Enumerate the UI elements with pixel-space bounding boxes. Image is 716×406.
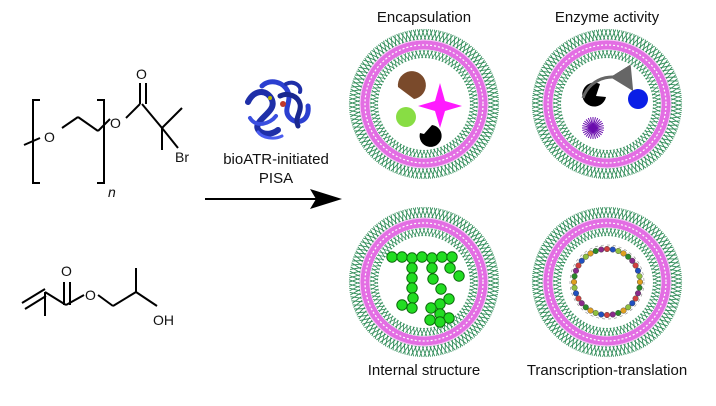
oxygen-label-3: O	[136, 66, 147, 82]
reaction-label-line2: PISA	[259, 170, 293, 187]
ring-unit	[578, 257, 585, 264]
ring-unit	[635, 290, 642, 297]
reaction-label-line1: bioATR-initiated	[223, 151, 329, 168]
green-bead	[443, 293, 455, 305]
ring-unit	[615, 247, 622, 254]
green-bead	[426, 262, 438, 274]
green-bead	[406, 302, 418, 314]
ring-unit	[571, 284, 578, 291]
ring-unit	[572, 267, 579, 274]
ring-unit	[571, 279, 578, 286]
ring-unit	[571, 273, 578, 280]
panel-label-transcription-translation: Transcription-translation	[527, 362, 687, 379]
green-bead	[396, 299, 408, 311]
panel-label-encapsulation: Encapsulation	[377, 9, 471, 26]
green-bead	[396, 251, 408, 263]
panel-label-enzyme-activity: Enzyme activity	[555, 9, 660, 26]
green-bead	[407, 292, 419, 304]
vesicle-transcription-translation	[531, 206, 683, 358]
green-bead	[426, 252, 438, 264]
green-bead	[435, 283, 447, 295]
reaction-arrow-icon	[205, 189, 342, 209]
ring-unit	[572, 290, 579, 297]
green-bead	[406, 262, 418, 274]
ring-unit	[620, 250, 627, 257]
ring-unit	[625, 304, 632, 311]
ring-unit	[592, 310, 599, 317]
ring-unit	[575, 262, 582, 269]
ring-unit	[625, 253, 632, 260]
oxygen-label-1: O	[44, 129, 55, 145]
green-bead	[386, 251, 398, 263]
vesicle-encapsulation	[348, 28, 500, 180]
ring-unit	[620, 307, 627, 314]
ring-unit	[609, 246, 616, 253]
hpma-oxygen-carbonyl: O	[61, 263, 72, 279]
green-bead	[444, 262, 456, 274]
ring-unit	[604, 312, 611, 319]
brown-cargo	[397, 71, 426, 99]
ring-unit	[632, 295, 639, 302]
ring-unit	[609, 311, 616, 318]
ring-unit	[598, 311, 605, 318]
vesicle-panels	[348, 28, 683, 358]
light-green-cargo	[396, 107, 416, 127]
ring-unit	[615, 310, 622, 317]
hpma-monomer-structure	[21, 268, 158, 316]
ring-unit	[578, 300, 585, 307]
ring-unit	[582, 253, 589, 260]
green-bead	[416, 251, 428, 263]
bromine-label: Br	[175, 149, 189, 165]
protein-structure-icon	[245, 79, 311, 140]
right-bracket	[97, 99, 105, 184]
green-bead	[446, 251, 458, 263]
hpma-oxygen-ester: O	[85, 287, 96, 303]
green-bead	[406, 252, 418, 264]
ring-unit	[636, 284, 643, 291]
green-bead	[406, 272, 418, 284]
green-bead	[434, 316, 446, 328]
green-bead	[425, 302, 437, 314]
ring-unit	[587, 250, 594, 257]
panel-label-internal-structure: Internal structure	[368, 362, 481, 379]
oxygen-label-2: O	[110, 115, 121, 131]
ring-unit	[587, 307, 594, 314]
ring-unit	[637, 279, 644, 286]
purple-burst	[582, 117, 604, 139]
ring-unit	[604, 245, 611, 252]
ring-unit	[636, 273, 643, 280]
ring-unit	[629, 257, 636, 264]
encapsulation-cargo	[396, 71, 462, 147]
ring-unit	[635, 267, 642, 274]
reaction-curve-arrow	[581, 64, 634, 99]
green-bead	[436, 251, 448, 263]
ring-unit	[629, 300, 636, 307]
vesicle-internal-structure	[348, 206, 500, 358]
green-bead	[427, 273, 439, 285]
enzyme-activity-cargo	[581, 64, 648, 139]
green-bead	[453, 270, 465, 282]
green-bead-chains	[386, 251, 465, 328]
transcription-ring	[569, 244, 645, 320]
green-bead	[424, 314, 436, 326]
ring-unit	[582, 304, 589, 311]
vesicle-enzyme-activity	[531, 28, 683, 180]
black-pacman-cargo	[419, 125, 442, 147]
ring-unit	[575, 295, 582, 302]
magenta-star-cargo	[418, 83, 462, 128]
ring-unit	[592, 247, 599, 254]
repeat-n-label: n	[108, 184, 116, 200]
substrate-ball	[628, 89, 648, 109]
ring-unit	[632, 262, 639, 269]
ring-unit	[598, 246, 605, 253]
green-bead	[406, 282, 418, 294]
peg-initiator-structure	[23, 83, 183, 184]
hydroxyl-label: OH	[153, 312, 174, 328]
